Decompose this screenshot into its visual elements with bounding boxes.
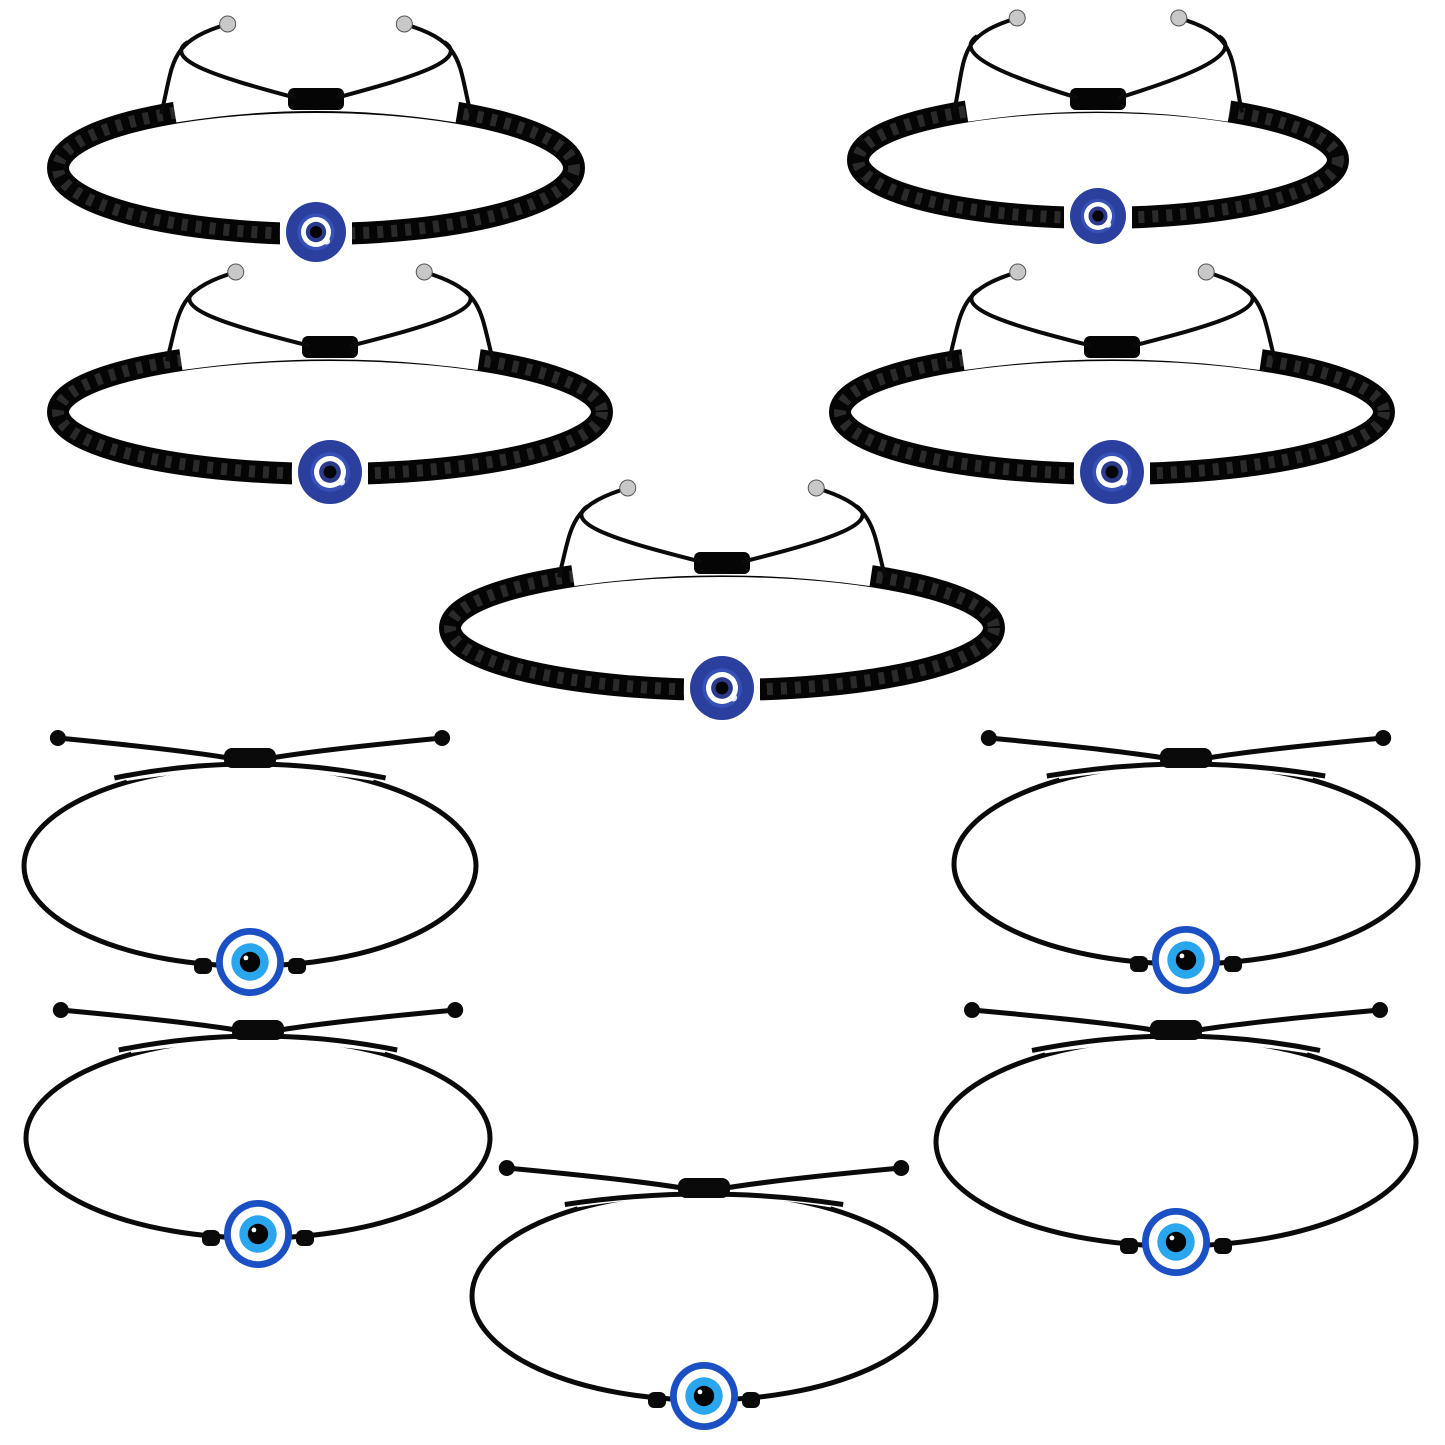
evil-eye-bead-icon	[670, 1362, 738, 1430]
cord-end-knot-icon	[434, 730, 451, 746]
sliding-knot	[302, 336, 358, 358]
bracelet-cord	[951, 730, 1421, 994]
evil-eye-bead-icon	[224, 1200, 292, 1268]
cord-end-right	[815, 486, 888, 578]
bead-knot	[288, 958, 306, 974]
cord-end-knot-icon	[964, 1002, 980, 1018]
bead-knot	[648, 1392, 666, 1408]
cord-end-left	[164, 270, 237, 362]
cord-end-right	[1178, 16, 1244, 113]
sliding-knot	[224, 748, 276, 768]
sliding-knot	[1150, 1020, 1202, 1040]
cord-end-knot-icon	[1375, 730, 1392, 746]
bead-knot	[1214, 1238, 1232, 1254]
sliding-knot	[694, 552, 750, 574]
cord-end-knot-icon	[893, 1160, 910, 1176]
silver-bead-icon	[807, 479, 825, 497]
bead-knot	[202, 1230, 220, 1246]
evil-eye-bead-icon	[216, 928, 284, 996]
cord-end-knot-icon	[447, 1002, 464, 1018]
bead-knot	[1224, 956, 1242, 972]
cord-end-knot-icon	[498, 1160, 515, 1176]
bracelet-braided	[47, 263, 613, 504]
evil-eye-bead-icon	[298, 440, 362, 504]
silver-bead-icon	[1009, 263, 1027, 281]
cord-end-right	[423, 270, 496, 362]
bracelet-braided	[847, 9, 1349, 244]
cord-end-left	[946, 270, 1019, 362]
braid-texture	[834, 344, 1390, 480]
braid-texture	[52, 344, 608, 480]
cord-end-knot-icon	[52, 1002, 69, 1018]
bead-knot	[1130, 956, 1148, 972]
cord-end-left	[159, 22, 229, 115]
sliding-knot	[1070, 88, 1126, 110]
silver-bead-icon	[1008, 9, 1026, 27]
bead-knot	[194, 958, 212, 974]
silver-bead-icon	[619, 479, 637, 497]
silver-bead-icon	[415, 263, 433, 281]
sliding-knot	[678, 1178, 730, 1198]
bead-knot	[296, 1230, 314, 1246]
bracelet-cord	[933, 1002, 1419, 1276]
bead-knot	[1120, 1238, 1138, 1254]
evil-eye-bead-icon	[286, 202, 346, 262]
evil-eye-bead-icon	[1142, 1208, 1210, 1276]
sliding-knot	[288, 88, 344, 110]
silver-bead-icon	[395, 15, 413, 33]
bracelet-cord	[23, 1002, 493, 1268]
evil-eye-bead-icon	[1080, 440, 1144, 504]
sliding-knot	[1084, 336, 1140, 358]
evil-eye-bead-icon	[690, 656, 754, 720]
bracelet-braided	[829, 263, 1395, 504]
sliding-knot	[1160, 748, 1212, 768]
bracelet-braided	[439, 479, 1005, 720]
evil-eye-bead-icon	[1070, 188, 1126, 244]
cord-end-right	[403, 22, 473, 115]
silver-bead-icon	[219, 15, 237, 33]
bead-knot	[742, 1392, 760, 1408]
cord-end-knot-icon	[49, 730, 66, 746]
cord-end-left	[952, 16, 1018, 113]
bracelet-cord	[469, 1160, 939, 1430]
bracelet-braided	[47, 15, 585, 262]
silver-bead-icon	[227, 263, 245, 281]
cord-end-left	[556, 486, 629, 578]
silver-bead-icon	[1170, 9, 1188, 27]
bracelet-set	[21, 9, 1421, 1430]
bracelet-cord	[21, 730, 479, 996]
cord-end-knot-icon	[980, 730, 997, 746]
braid-texture	[444, 560, 1000, 696]
evil-eye-bead-icon	[1152, 926, 1220, 994]
cord-end-right	[1205, 270, 1278, 362]
cord-end-knot-icon	[1372, 1002, 1388, 1018]
silver-bead-icon	[1197, 263, 1215, 281]
sliding-knot	[232, 1020, 284, 1040]
